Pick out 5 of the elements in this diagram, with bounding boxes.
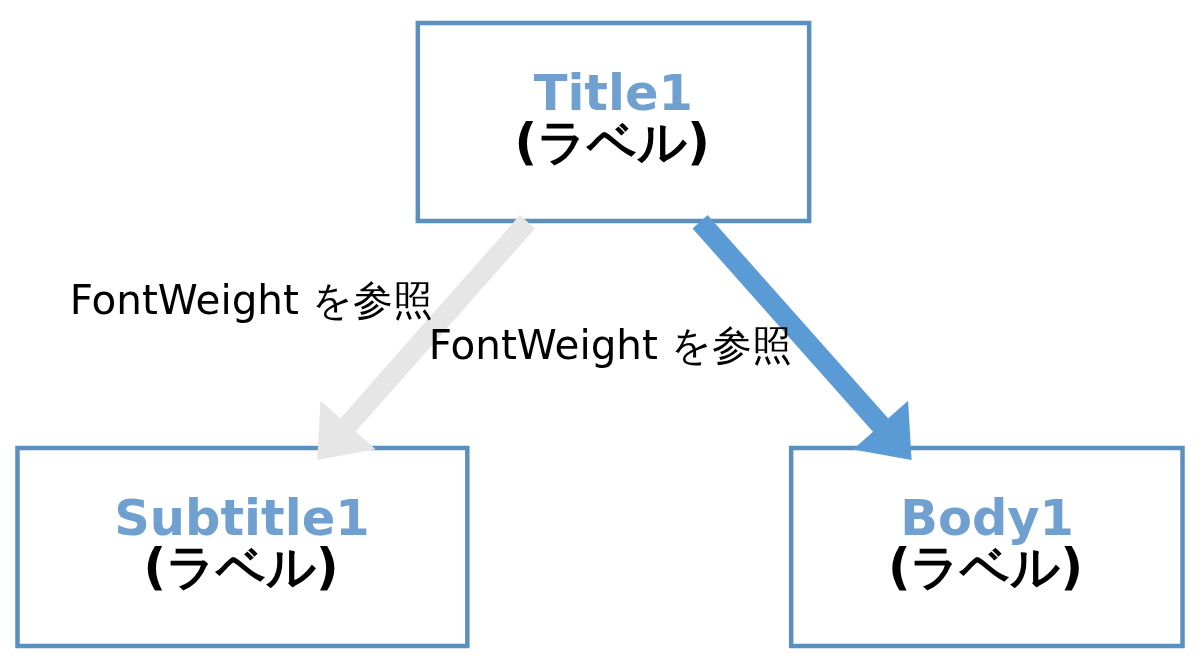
arrow — [692, 215, 912, 460]
node-box: Body1 (ラベル) — [788, 445, 1185, 649]
node-box: Subtitle1 (ラベル) — [15, 445, 470, 649]
node-box: Title1 (ラベル) — [415, 20, 812, 224]
arrow — [317, 215, 535, 461]
